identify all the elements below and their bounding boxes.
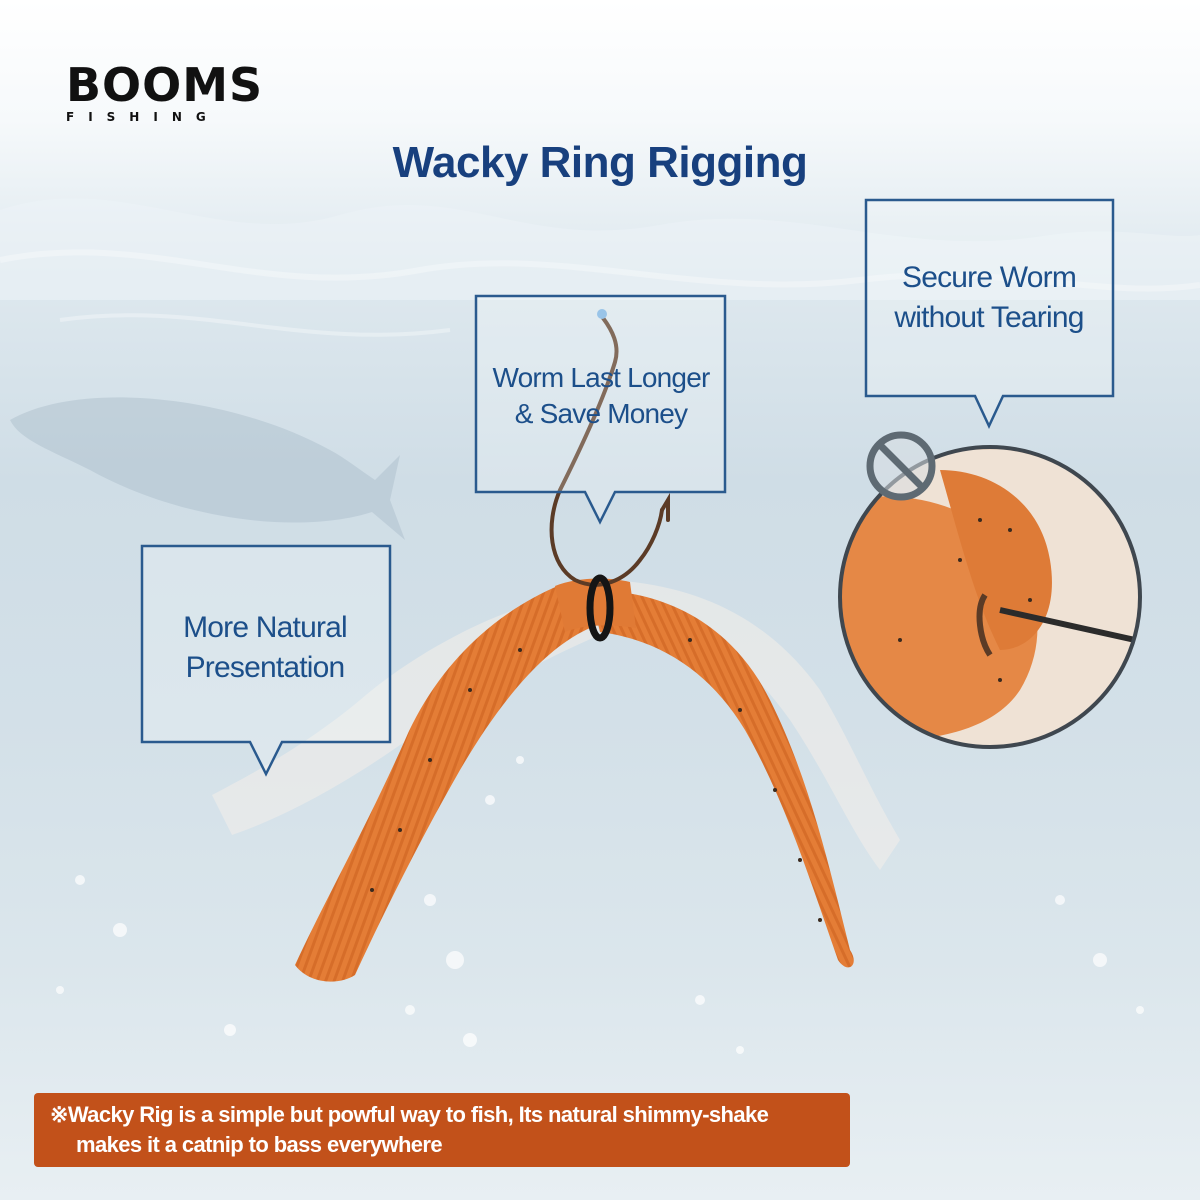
brand-sub: FISHING [66,110,220,124]
o-ring-icon [586,574,614,642]
banner-line: ※Wacky Rig is a simple but powful way to… [50,1102,769,1127]
eyelet [597,309,607,319]
orange-worm [295,578,854,982]
callout-line: Presentation [185,651,346,684]
bubbles [56,756,1144,1054]
brand-logo: BOOMS FISHING [66,58,264,124]
hook-icon [549,316,670,587]
closeup-circle [838,445,1142,749]
callout-frames [140,198,1115,777]
callout-line: & Save Money [514,398,688,429]
callout-natural-presentation: More Natural Presentation [142,608,388,688]
callout-line: Secure Worm [901,261,1077,294]
fish-silhouette [10,397,405,540]
water-surface [0,198,1200,337]
info-banner: ※Wacky Rig is a simple but powful way to… [34,1093,850,1167]
page-title: Wacky Ring Rigging [392,138,808,187]
callout-line: More Natural [183,611,348,644]
brand-name: BOOMS [66,58,264,112]
callout-secure-worm: Secure Worm without Tearing [866,258,1112,338]
callout-worm-last-longer: Worm Last Longer & Save Money [476,360,726,432]
callout-line: Worm Last Longer [492,362,710,393]
callout-line: without Tearing [894,301,1084,334]
no-entry-icon [866,431,936,501]
banner-line: makes it a catnip to bass everywhere [76,1132,443,1157]
